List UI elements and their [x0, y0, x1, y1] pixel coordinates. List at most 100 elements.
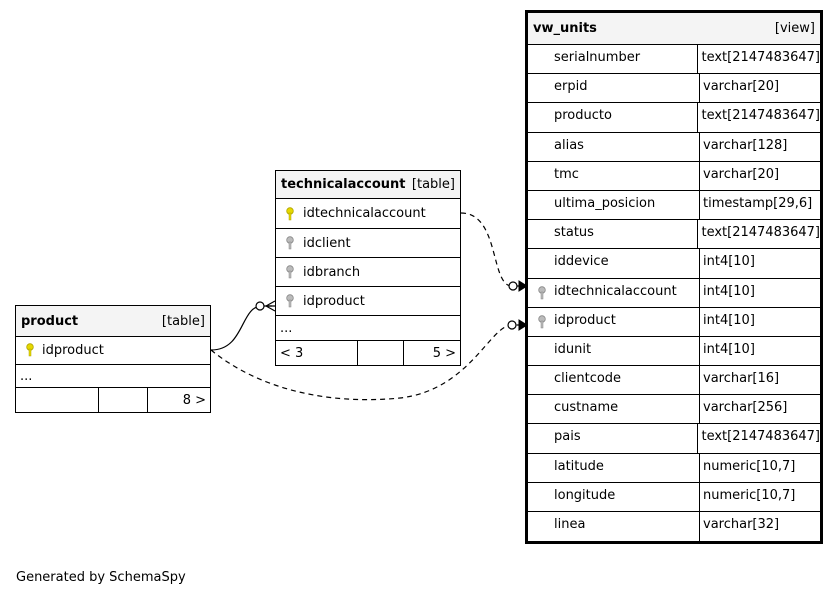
view-column-name-cell: idunit	[528, 336, 700, 366]
parent-count[interactable]: < 3	[276, 341, 358, 365]
table-footer: 8 >	[16, 388, 210, 412]
column-name: custname	[554, 400, 619, 416]
column-name: ultima_posicion	[554, 195, 656, 211]
column-type: varchar[256]	[703, 400, 788, 416]
column-type: varchar[32]	[703, 517, 780, 532]
table-name: product	[21, 313, 79, 329]
column-type: int4[10]	[703, 312, 755, 328]
view-column-row[interactable]: idproduct int4[10]	[528, 307, 820, 337]
table-header: product [table]	[16, 306, 210, 337]
primary-key-icon	[26, 343, 34, 357]
column-name: idtechnicalaccount	[554, 283, 677, 299]
view-column-name-cell: clientcode	[528, 366, 700, 395]
view-column-name-cell: latitude	[528, 453, 700, 482]
view-column-row[interactable]: status text[2147483647]	[528, 220, 820, 250]
child-count[interactable]: 8 >	[182, 392, 206, 408]
column-type: text[2147483647]	[701, 429, 820, 445]
edge-optional-marker	[507, 320, 517, 330]
edge-crowfoot-marker	[518, 280, 528, 292]
column-name: status	[554, 225, 594, 241]
column-name: pais	[554, 429, 581, 445]
view-column-row[interactable]: linea varchar[32]	[528, 512, 820, 542]
edge-technicalaccount-vwunits	[460, 212, 522, 287]
edge-optional-marker	[508, 281, 518, 291]
column-name: tmc	[554, 166, 579, 182]
view-column-name-cell: idtechnicalaccount	[528, 278, 700, 307]
column-row[interactable]: idclient	[276, 229, 460, 258]
column-name: idbranch	[303, 264, 361, 280]
column-name: clientcode	[554, 371, 622, 387]
view-column-row[interactable]: pais text[2147483647]	[528, 424, 820, 454]
edge-optional-marker	[255, 301, 265, 311]
footer-cell	[16, 388, 99, 412]
column-type: varchar[16]	[703, 371, 780, 387]
view-column-name-cell: pais	[528, 424, 699, 453]
view-column-name-cell: longitude	[528, 482, 700, 511]
view-column-row[interactable]: custname varchar[256]	[528, 395, 820, 425]
column-name: linea	[554, 517, 586, 532]
view-column-name-cell: linea	[528, 512, 700, 542]
column-type: int4[10]	[703, 254, 755, 270]
footer-cell	[99, 388, 148, 412]
edge-crowfoot-marker	[518, 319, 528, 331]
column-row[interactable]: idproduct	[16, 337, 210, 365]
more-columns: ...	[16, 365, 210, 388]
foreign-key-icon	[286, 265, 294, 279]
column-type: varchar[20]	[703, 79, 780, 95]
edge-product-vwunits	[210, 324, 522, 401]
column-type: text[2147483647]	[701, 50, 820, 65]
column-name: latitude	[554, 458, 604, 474]
column-row[interactable]: idproduct	[276, 287, 460, 316]
view-name: vw_units	[533, 21, 597, 36]
column-type: int4[10]	[703, 283, 755, 299]
table-product[interactable]: product [table] idproduct ... 8 >	[15, 305, 211, 413]
column-type: text[2147483647]	[701, 225, 820, 241]
view-vw-units[interactable]: vw_units [view] serialnumber text[2147483…	[525, 10, 823, 544]
column-row[interactable]: idbranch	[276, 258, 460, 287]
view-column-row[interactable]: ultima_posicion timestamp[29,6]	[528, 190, 820, 221]
table-technicalaccount[interactable]: technicalaccount [table] idtechnicalacco…	[275, 170, 461, 366]
view-column-name-cell: producto	[528, 103, 699, 132]
view-column-row[interactable]: serialnumber text[2147483647]	[528, 45, 820, 75]
edge-crowfoot-marker	[265, 300, 276, 312]
view-column-row[interactable]: clientcode varchar[16]	[528, 366, 820, 396]
primary-key-icon	[286, 207, 294, 221]
column-name: producto	[554, 108, 612, 124]
view-column-name-cell: custname	[528, 395, 700, 424]
view-column-row[interactable]: idunit int4[10]	[528, 336, 820, 367]
table-kind: [table]	[161, 313, 205, 329]
child-count[interactable]: 5 >	[432, 345, 456, 361]
view-column-row[interactable]: latitude numeric[10,7]	[528, 453, 820, 483]
view-column-row[interactable]: erpid varchar[20]	[528, 74, 820, 104]
column-row[interactable]: idtechnicalaccount	[276, 199, 460, 229]
view-column-name-cell: alias	[528, 132, 700, 161]
view-column-name-cell: ultima_posicion	[528, 190, 700, 220]
column-type: numeric[10,7]	[703, 458, 796, 474]
view-column-row[interactable]: idtechnicalaccount int4[10]	[528, 278, 820, 308]
view-column-name-cell: iddevice	[528, 249, 700, 278]
footer-cell	[358, 341, 404, 365]
view-column-name-cell: status	[528, 220, 699, 249]
view-column-name-cell: tmc	[528, 161, 700, 190]
view-column-name-cell: erpid	[528, 74, 700, 103]
column-name: idunit	[554, 341, 592, 357]
column-type: numeric[10,7]	[703, 487, 796, 503]
column-type: timestamp[29,6]	[703, 195, 813, 211]
column-type: int4[10]	[703, 341, 755, 357]
column-name: erpid	[554, 79, 588, 95]
column-name: idproduct	[554, 312, 616, 328]
table-kind: [view]	[774, 21, 815, 36]
foreign-key-icon	[538, 314, 546, 328]
column-name: idclient	[303, 235, 351, 251]
column-type: text[2147483647]	[701, 108, 820, 124]
column-name: serialnumber	[554, 50, 641, 65]
table-name: technicalaccount	[281, 177, 406, 192]
generated-by-footer: Generated by SchemaSpy	[16, 570, 186, 585]
column-name: idtechnicalaccount	[303, 206, 426, 221]
view-column-row[interactable]: producto text[2147483647]	[528, 103, 820, 133]
foreign-key-icon	[286, 236, 294, 250]
